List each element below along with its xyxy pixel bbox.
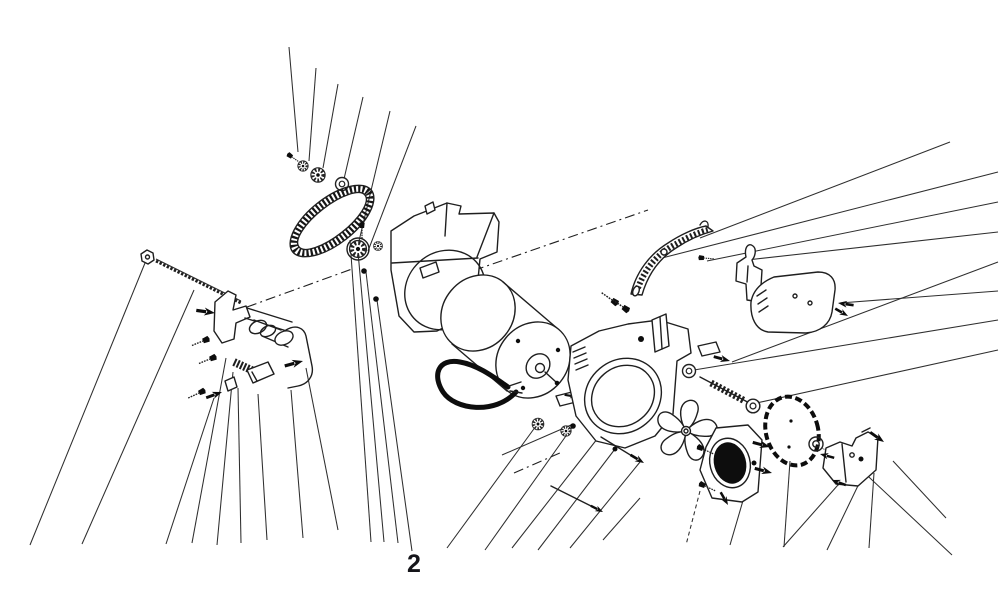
direction-arrow [282,355,306,372]
center-axis-lines [246,209,649,474]
clamp-plate [246,361,275,384]
power-cord [435,358,519,410]
screw [599,289,621,308]
idler-roller [248,319,294,348]
pulley-small [296,159,310,173]
belt-pulleys [285,151,350,192]
mounting-bracket-right [817,427,888,490]
square-nut [224,376,238,392]
fan-cover-grille [695,424,775,508]
grille-vent [713,442,747,484]
rib-nut [530,416,546,432]
drive-belt [289,184,375,258]
screw [186,386,208,402]
handle-grille [630,220,714,297]
leader-lines [29,46,999,556]
rib-nut [372,240,384,252]
idler-bracket-assembly [186,290,314,403]
screw [190,334,212,349]
electric-motor [435,274,585,410]
side-panel [750,271,856,334]
gear [347,238,369,260]
j-wire-bracket [285,326,314,389]
motor-pulley-gear [346,221,384,302]
grommet [808,436,835,457]
rib-nut [559,424,573,438]
washer [681,363,697,379]
cooling-fan [657,399,718,461]
screw [197,352,219,367]
mounting-bolts [530,416,648,516]
latch-bracket [697,244,763,303]
round-belt [763,394,821,468]
shaft-pulley [745,398,761,414]
spring-shaft [681,341,761,414]
hex-nut [140,249,155,265]
figure-number-label: 2 [407,550,421,578]
direction-arrow [194,304,218,319]
shaft-bracket [697,341,733,366]
pulley-large [309,166,327,184]
